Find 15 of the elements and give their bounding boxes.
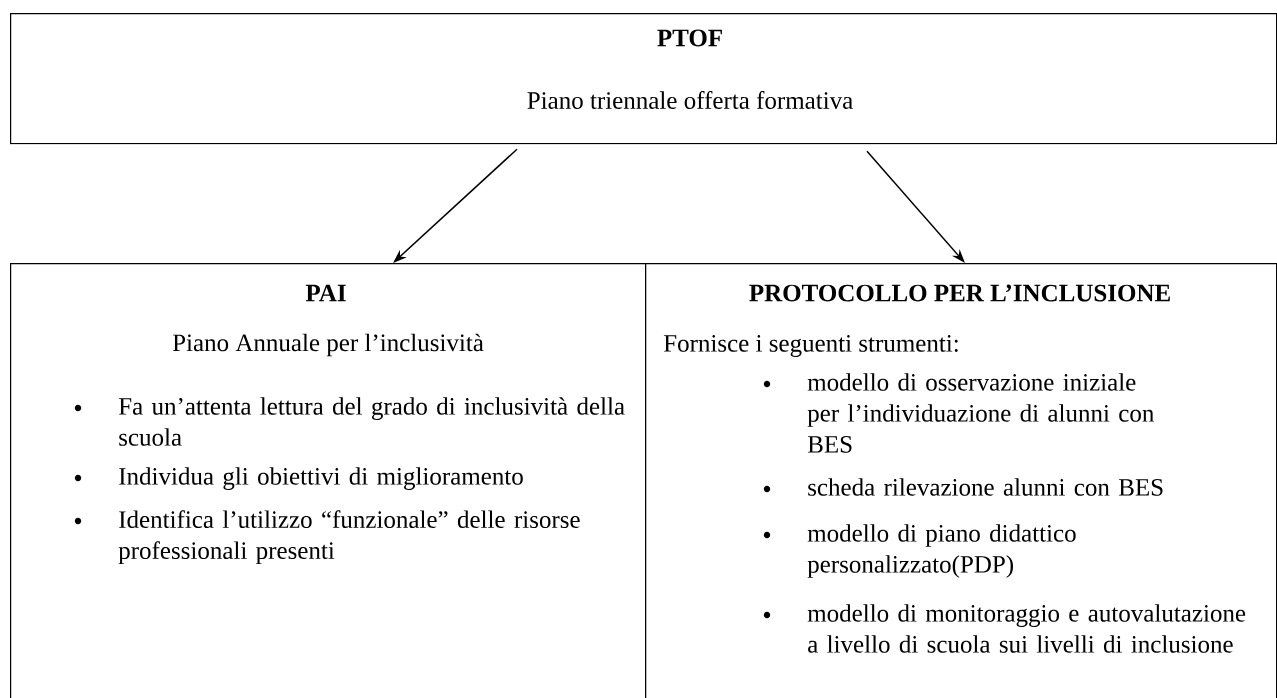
subtitle: Piano Annuale per l’inclusività [172, 333, 484, 357]
arrow [866, 150, 965, 263]
bullet-item: scheda rilevazione alunni con BES [808, 478, 1163, 496]
arrow [393, 148, 518, 263]
intro-text: Fornisce i seguenti strumenti: [663, 335, 958, 357]
bullet-item: modello di monitoraggio e autovalutazione a livello di scuola sui livelli di inclusione [807, 604, 1246, 653]
bullet-item: Fa un’attenta lettura del grado di inclusività della scuola [118, 397, 625, 446]
subtitle: Piano triennale offerta formativa [527, 91, 853, 109]
bullet-item: modello di piano didattico personalizzato(PDP) [807, 524, 1076, 578]
heading: PAI [305, 284, 346, 302]
heading: PTOF [657, 29, 722, 47]
bullet-item: Identifica l’utilizzo “funzionale” delle risorse professionali presenti [118, 510, 580, 565]
heading: PROTOCOLLO PER L’INCLUSIONE [749, 284, 1170, 302]
bullet-item: Individua gli obiettivi di miglioramento [119, 467, 523, 490]
bullet-item: modello di osservazione iniziale per l’individuazione di alunni con BES [807, 373, 1154, 453]
